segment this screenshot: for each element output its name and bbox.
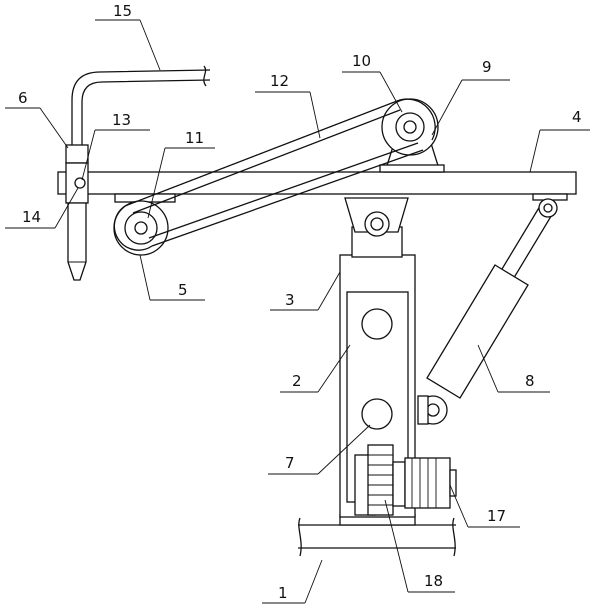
chain: [113, 98, 436, 251]
horizontal-arm: [57, 171, 577, 218]
base-plate: [298, 514, 456, 557]
label-18: 18: [424, 572, 443, 590]
label-3: 3: [285, 291, 295, 309]
label-1: 1: [278, 584, 288, 602]
label-17: 17: [487, 507, 506, 525]
label-7: 7: [285, 454, 295, 472]
label-5: 5: [178, 281, 188, 299]
cutting-torch: [65, 65, 211, 281]
reference-labels: 15 6 13 11 12 10 9 4 14 5 3 2 8 7 17 1 1…: [18, 2, 582, 602]
upper-sprocket-support: [379, 98, 445, 173]
label-11: 11: [185, 129, 204, 147]
lower-sprocket: [113, 193, 176, 256]
motor-assembly: [354, 444, 457, 516]
label-6: 6: [18, 89, 28, 107]
label-4: 4: [572, 108, 582, 126]
label-2: 2: [292, 372, 302, 390]
label-14: 15: [113, 2, 132, 20]
label-8: 8: [525, 372, 535, 390]
label-15: 14: [22, 208, 41, 226]
hydraulic-cylinder: [417, 205, 554, 425]
label-13: 13: [112, 111, 131, 129]
label-9: 9: [482, 58, 492, 76]
label-10: 10: [352, 52, 371, 70]
leader-lines: [5, 19, 590, 604]
pivot-bracket: [344, 197, 409, 237]
label-12: 12: [270, 72, 289, 90]
